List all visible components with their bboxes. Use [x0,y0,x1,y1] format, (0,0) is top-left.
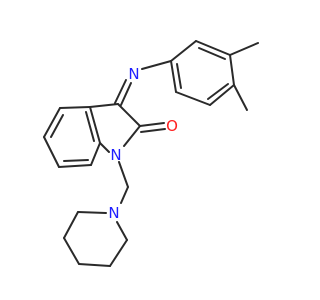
lactam-ring [89,103,141,153]
bond [99,142,110,153]
bond [63,211,79,239]
atom-o-carbonyl: O [166,117,178,135]
bond [176,63,182,89]
molecule-structure-diagram: N O N N [43,40,259,267]
bond [209,84,235,106]
bond [141,60,172,70]
bond [207,83,229,100]
bond [170,60,177,93]
bond [120,82,132,106]
atom-label: N [110,146,121,164]
bond [123,125,141,147]
dimethylphenyl-ring [170,40,235,106]
bond [43,136,60,168]
atom-label: O [166,117,178,135]
bond [229,54,235,86]
bond [198,47,226,60]
bond [170,40,197,62]
bond [43,107,61,138]
bond [59,106,91,109]
bond [58,164,92,168]
bond [85,111,95,142]
methyl-bond [233,84,248,111]
atom-n-imine: N [128,65,139,83]
atom-label: N [108,204,119,222]
bond [78,263,111,267]
bond [77,211,107,214]
bond [63,159,89,162]
methyl-bond [229,42,259,56]
atom-label: N [128,65,139,83]
bond [116,221,128,241]
bond [63,237,80,265]
bond [89,103,119,108]
bond [50,114,64,138]
benzo-ring [43,106,101,168]
bond [117,103,141,127]
piperidine-ring [63,211,128,267]
bond [195,40,231,56]
atom-n-lactam: N [110,146,121,164]
bond [139,122,165,127]
bond [175,91,211,106]
bond [109,239,128,267]
bond [89,106,101,144]
bond [114,79,127,104]
atom-n-piperidine: N [108,204,119,222]
bond [120,186,129,204]
bond [90,142,101,166]
bond [118,161,129,188]
bond [140,128,166,133]
